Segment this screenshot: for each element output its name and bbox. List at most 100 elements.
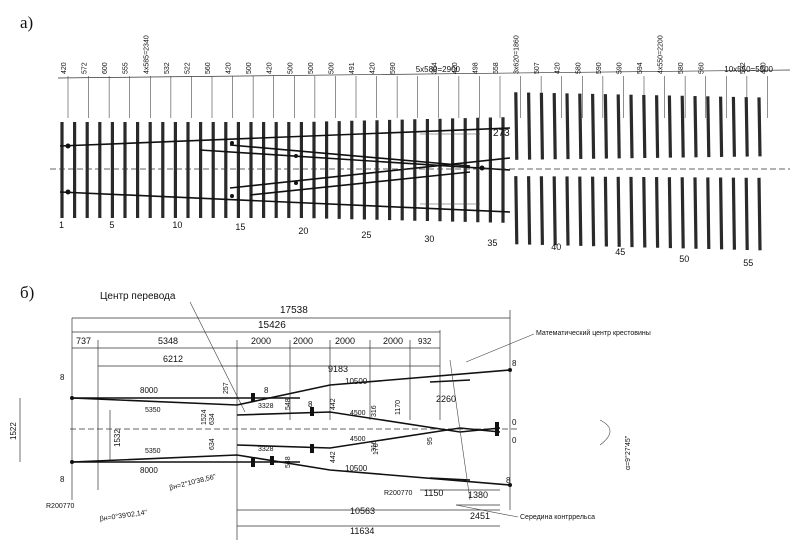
dim-2000-4: 2000 xyxy=(383,336,403,346)
top-dimension: 420 xyxy=(555,62,562,74)
sleeper xyxy=(744,97,749,157)
dim-95: 95 xyxy=(427,437,434,445)
top-dimension: 420 xyxy=(226,62,233,74)
sleeper xyxy=(731,177,736,250)
top-dimension: 532 xyxy=(740,62,747,74)
dim-0-top: 0 xyxy=(512,418,517,427)
top-dimension: 580 xyxy=(678,62,685,74)
sleeper xyxy=(578,93,583,159)
top-dimension: 572 xyxy=(82,62,89,74)
sleeper xyxy=(591,93,596,159)
panel-b-label: б) xyxy=(20,283,34,302)
sleeper xyxy=(693,96,698,158)
dim-442-bottom: 442 xyxy=(330,451,337,463)
dim-0-bottom: 0 xyxy=(512,436,517,445)
sleeper xyxy=(616,94,621,159)
sleeper xyxy=(552,93,557,160)
dim-8-c: 8 xyxy=(264,386,269,395)
sleeper xyxy=(667,177,672,249)
dim-5350-bottom: 5350 xyxy=(145,448,161,455)
top-dimension: 491 xyxy=(349,62,356,74)
dim-5350-top: 5350 xyxy=(145,407,161,414)
dim-548-bottom: 548 xyxy=(285,456,292,468)
dim-548-top: 548 xyxy=(285,398,292,410)
top-dimension: 558 xyxy=(493,62,500,74)
top-dimension: 500 xyxy=(287,62,294,74)
sleeper xyxy=(527,92,532,160)
dim-8000-top: 8000 xyxy=(140,386,158,395)
radius-label: R200770 xyxy=(384,490,413,497)
panel-a-sleepers xyxy=(60,92,762,251)
top-dimension: 420 xyxy=(370,62,377,74)
sleeper xyxy=(565,176,570,246)
sleeper xyxy=(706,96,711,158)
dim-10500-bottom: 10500 xyxy=(345,464,368,473)
dim-1522: 1522 xyxy=(9,422,18,440)
sleeper xyxy=(514,176,519,245)
sleeper-number: 20 xyxy=(298,226,308,236)
dim-10563: 10563 xyxy=(350,506,375,516)
dim-634-bottom: 634 xyxy=(209,438,216,450)
dim-10500-top: 10500 xyxy=(345,377,368,386)
dim-442-top: 442 xyxy=(330,398,337,410)
dim-932: 932 xyxy=(418,337,432,346)
top-dimension: 420 xyxy=(267,62,274,74)
top-dimension: 590 xyxy=(616,62,623,74)
sleeper xyxy=(757,97,762,157)
sleeper xyxy=(731,96,736,157)
sleeper xyxy=(629,176,634,248)
angle-beta-n-1: βн=0°39'02,14" xyxy=(99,508,148,523)
dim-4500-top: 4500 xyxy=(350,410,366,417)
dim-1170: 1170 xyxy=(395,400,402,415)
dim-total: 17538 xyxy=(280,305,308,316)
top-dimension: 594 xyxy=(637,62,644,74)
dim-316-bottom: 316 xyxy=(371,440,378,452)
dim-8-b: 8 xyxy=(60,475,65,484)
panel-b-rails xyxy=(71,359,611,501)
sleeper xyxy=(680,95,685,158)
sleeper xyxy=(603,176,608,247)
sleeper xyxy=(680,177,685,249)
top-dimension: 560 xyxy=(205,62,212,74)
sleeper xyxy=(655,177,660,248)
sleeper xyxy=(539,176,544,245)
sleeper-number: 40 xyxy=(551,242,561,252)
angle-alpha: α=9°27'45" xyxy=(624,435,632,470)
sleeper xyxy=(629,94,634,159)
dim-170: 170 xyxy=(373,443,380,455)
sleeper xyxy=(552,176,557,246)
top-dimension: 420 xyxy=(452,62,459,74)
sleeper xyxy=(565,93,570,160)
dim-316-top: 316 xyxy=(371,405,378,417)
sleeper-number: 45 xyxy=(615,247,625,257)
dim-2451: 2451 xyxy=(470,511,490,521)
dim-737: 737 xyxy=(76,336,91,346)
top-dimension: 498 xyxy=(472,62,479,74)
sleeper xyxy=(667,95,672,158)
dim-9183: 9183 xyxy=(328,364,348,374)
top-dimension: 555 xyxy=(123,62,130,74)
dim-2260: 2260 xyxy=(436,394,456,404)
dim-634-top: 634 xyxy=(209,413,216,425)
sleeper xyxy=(655,95,660,158)
dim-1524: 1524 xyxy=(201,409,208,425)
dim-257: 257 xyxy=(223,382,230,394)
top-dimension: 507 xyxy=(534,62,541,74)
dim-2000-3: 2000 xyxy=(335,336,355,346)
panel-a-rails xyxy=(50,127,790,213)
dim-6212: 6212 xyxy=(163,354,183,364)
top-dimension: 384 xyxy=(431,62,438,74)
dim-15426: 15426 xyxy=(258,320,286,331)
dim-8-e: 8 xyxy=(512,359,517,368)
sleeper-number: 30 xyxy=(424,234,434,244)
dim-11634: 11634 xyxy=(350,526,374,536)
sleeper-number: 55 xyxy=(743,258,753,268)
top-dimension: 4x585=2340 xyxy=(143,35,150,74)
sleeper xyxy=(744,177,749,251)
sleeper xyxy=(603,94,608,159)
sleeper-number: 50 xyxy=(679,254,689,264)
top-dimension: 500 xyxy=(308,62,315,74)
center-label: Центр перевода xyxy=(100,291,176,302)
dim-8-a: 8 xyxy=(60,373,65,382)
